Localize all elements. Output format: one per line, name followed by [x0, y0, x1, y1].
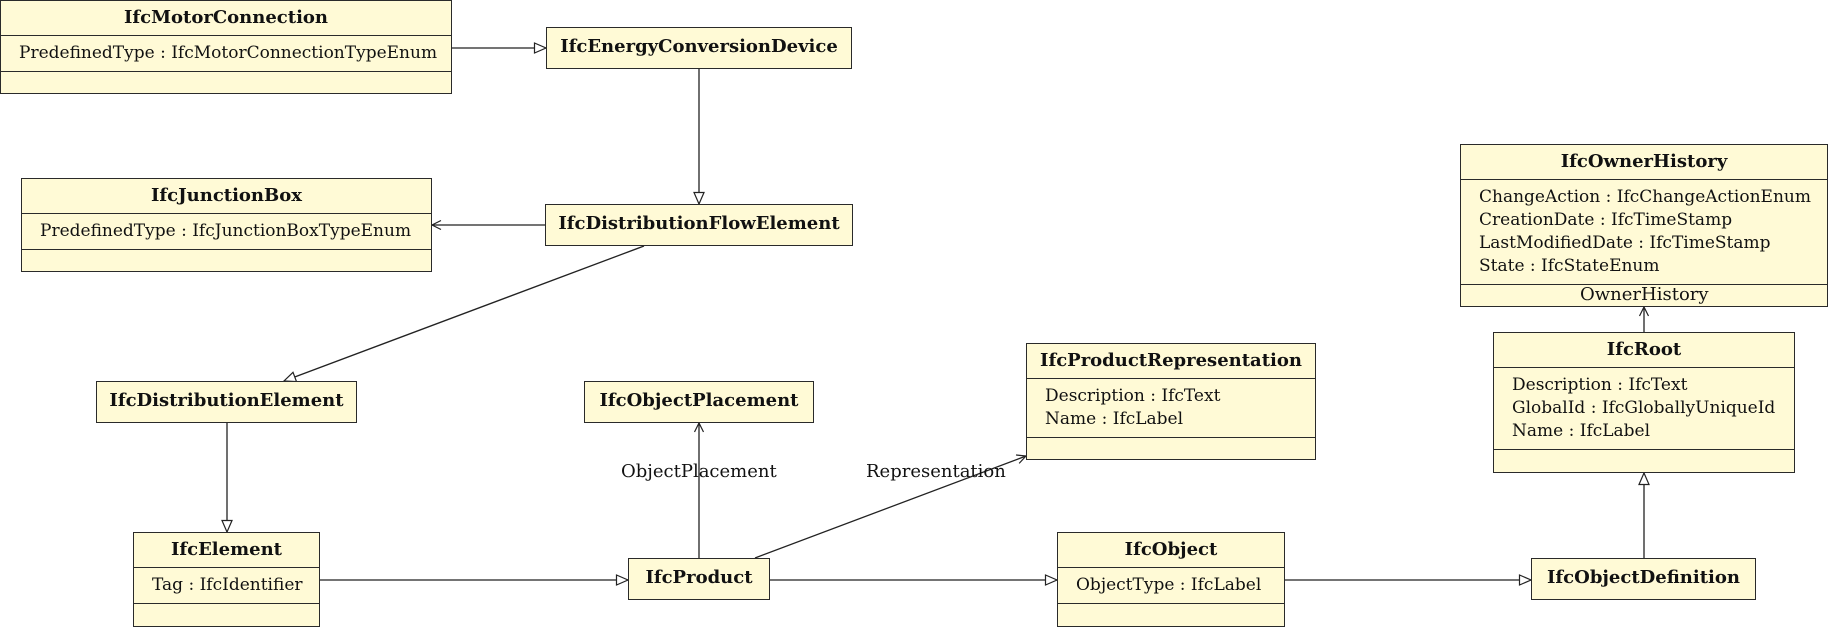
class-name: IfcElement — [170, 539, 283, 560]
attribute: ChangeAction : IfcChangeActionEnum — [1479, 187, 1811, 207]
attribute: PredefinedType : IfcJunctionBoxTypeEnum — [40, 221, 412, 241]
class-ifcjunctionbox[interactable]: IfcJunctionBox PredefinedType : IfcJunct… — [21, 178, 432, 272]
attribute: ObjectType : IfcLabel — [1076, 575, 1262, 595]
class-attributes: ChangeAction : IfcChangeActionEnum Creat… — [1461, 179, 1827, 284]
class-name: IfcObjectPlacement — [599, 390, 799, 411]
class-ifcobject[interactable]: IfcObject ObjectType : IfcLabel — [1057, 532, 1285, 627]
class-attributes: Tag : IfcIdentifier — [134, 567, 319, 603]
class-name: IfcProductRepresentation — [1040, 350, 1302, 371]
class-ifcelement[interactable]: IfcElement Tag : IfcIdentifier — [133, 532, 320, 627]
association-label-objectplacement: ObjectPlacement — [621, 461, 777, 482]
attribute: PredefinedType : IfcMotorConnectionTypeE… — [19, 43, 438, 63]
class-ifcproduct[interactable]: IfcProduct — [628, 558, 770, 600]
class-ifcobjectdefinition[interactable]: IfcObjectDefinition — [1531, 558, 1756, 600]
class-name: IfcDistributionElement — [109, 390, 344, 411]
class-ifcroot[interactable]: IfcRoot Description : IfcText GlobalId :… — [1493, 332, 1795, 473]
class-ifcproductrepresentation[interactable]: IfcProductRepresentation Description : I… — [1026, 343, 1316, 460]
class-attributes: PredefinedType : IfcJunctionBoxTypeEnum — [22, 213, 431, 249]
class-ifcdistributionflowelement[interactable]: IfcDistributionFlowElement — [545, 204, 853, 246]
class-name: IfcObjectDefinition — [1547, 567, 1740, 588]
class-operations — [134, 603, 319, 621]
attribute: State : IfcStateEnum — [1479, 256, 1660, 276]
class-name: IfcDistributionFlowElement — [558, 213, 840, 234]
class-ifcenergyconversiondevice[interactable]: IfcEnergyConversionDevice — [546, 27, 852, 69]
class-attributes: Description : IfcText GlobalId : IfcGlob… — [1494, 367, 1794, 449]
class-operations — [1, 71, 451, 89]
class-name: IfcRoot — [1606, 339, 1682, 360]
class-attributes: Description : IfcText Name : IfcLabel — [1027, 378, 1315, 437]
class-attributes: PredefinedType : IfcMotorConnectionTypeE… — [1, 35, 451, 71]
class-ifcownerhistory[interactable]: IfcOwnerHistory ChangeAction : IfcChange… — [1460, 144, 1828, 307]
class-attributes: ObjectType : IfcLabel — [1058, 567, 1284, 603]
attribute: Name : IfcLabel — [1512, 421, 1651, 441]
attribute: LastModifiedDate : IfcTimeStamp — [1479, 233, 1771, 253]
class-name: IfcObject — [1124, 539, 1218, 560]
class-ifcdistributionelement[interactable]: IfcDistributionElement — [96, 381, 357, 423]
class-operations — [1058, 603, 1284, 621]
association-label-ownerhistory: OwnerHistory — [1580, 284, 1709, 305]
class-ifcmotorconnection[interactable]: IfcMotorConnection PredefinedType : IfcM… — [0, 0, 452, 94]
attribute: CreationDate : IfcTimeStamp — [1479, 210, 1733, 230]
class-operations — [1027, 437, 1315, 455]
attribute: GlobalId : IfcGloballyUniqueId — [1512, 398, 1776, 418]
class-name: IfcMotorConnection — [123, 7, 329, 28]
class-operations — [1494, 449, 1794, 467]
generalization-distributionflowelement-to-distributionelement — [282, 245, 645, 383]
class-name: IfcProduct — [645, 567, 753, 588]
attribute: Name : IfcLabel — [1045, 409, 1184, 429]
association-product-to-productrepresentation — [754, 454, 1028, 559]
class-operations — [1461, 284, 1827, 302]
class-name: IfcOwnerHistory — [1560, 151, 1728, 172]
class-operations — [22, 249, 431, 267]
association-label-representation: Representation — [866, 461, 1006, 482]
attribute: Tag : IfcIdentifier — [152, 575, 303, 595]
class-ifcobjectplacement[interactable]: IfcObjectPlacement — [584, 381, 814, 423]
class-name: IfcEnergyConversionDevice — [560, 36, 838, 57]
class-name: IfcJunctionBox — [151, 185, 302, 206]
attribute: Description : IfcText — [1045, 386, 1221, 406]
attribute: Description : IfcText — [1512, 375, 1688, 395]
